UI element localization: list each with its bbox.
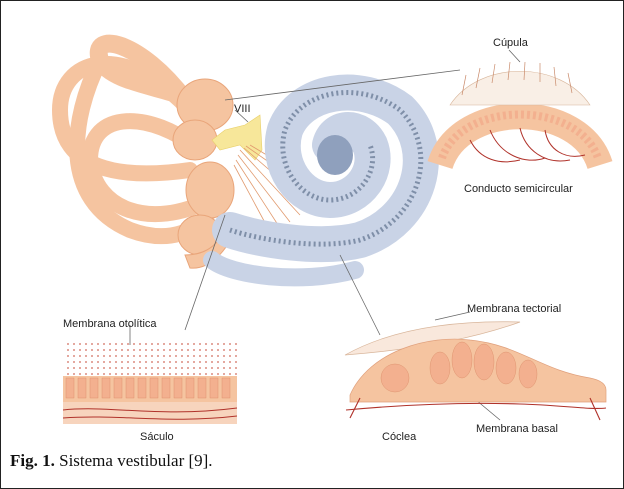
caption-text: Sistema vestibular [9]. — [59, 451, 212, 470]
label-coclea: Cóclea — [382, 431, 416, 443]
corti-detail — [345, 322, 606, 420]
cupula-detail — [440, 62, 600, 165]
label-saculo: Sáculo — [140, 431, 174, 443]
label-membrana-tectorial: Membrana tectorial — [467, 303, 561, 315]
cochlea — [212, 93, 421, 278]
label-membrana-basal: Membrana basal — [476, 423, 558, 435]
label-cupula: Cúpula — [493, 37, 528, 49]
figure-caption: Fig. 1. Sistema vestibular [9]. — [10, 451, 213, 471]
caption-prefix: Fig. 1. — [10, 451, 55, 470]
saculo-detail — [63, 340, 237, 424]
label-nerve-viii: VIII — [234, 103, 251, 115]
label-membrana-otolitica: Membrana otolítica — [63, 318, 157, 330]
label-conducto-semicircular: Conducto semicircular — [464, 183, 573, 195]
